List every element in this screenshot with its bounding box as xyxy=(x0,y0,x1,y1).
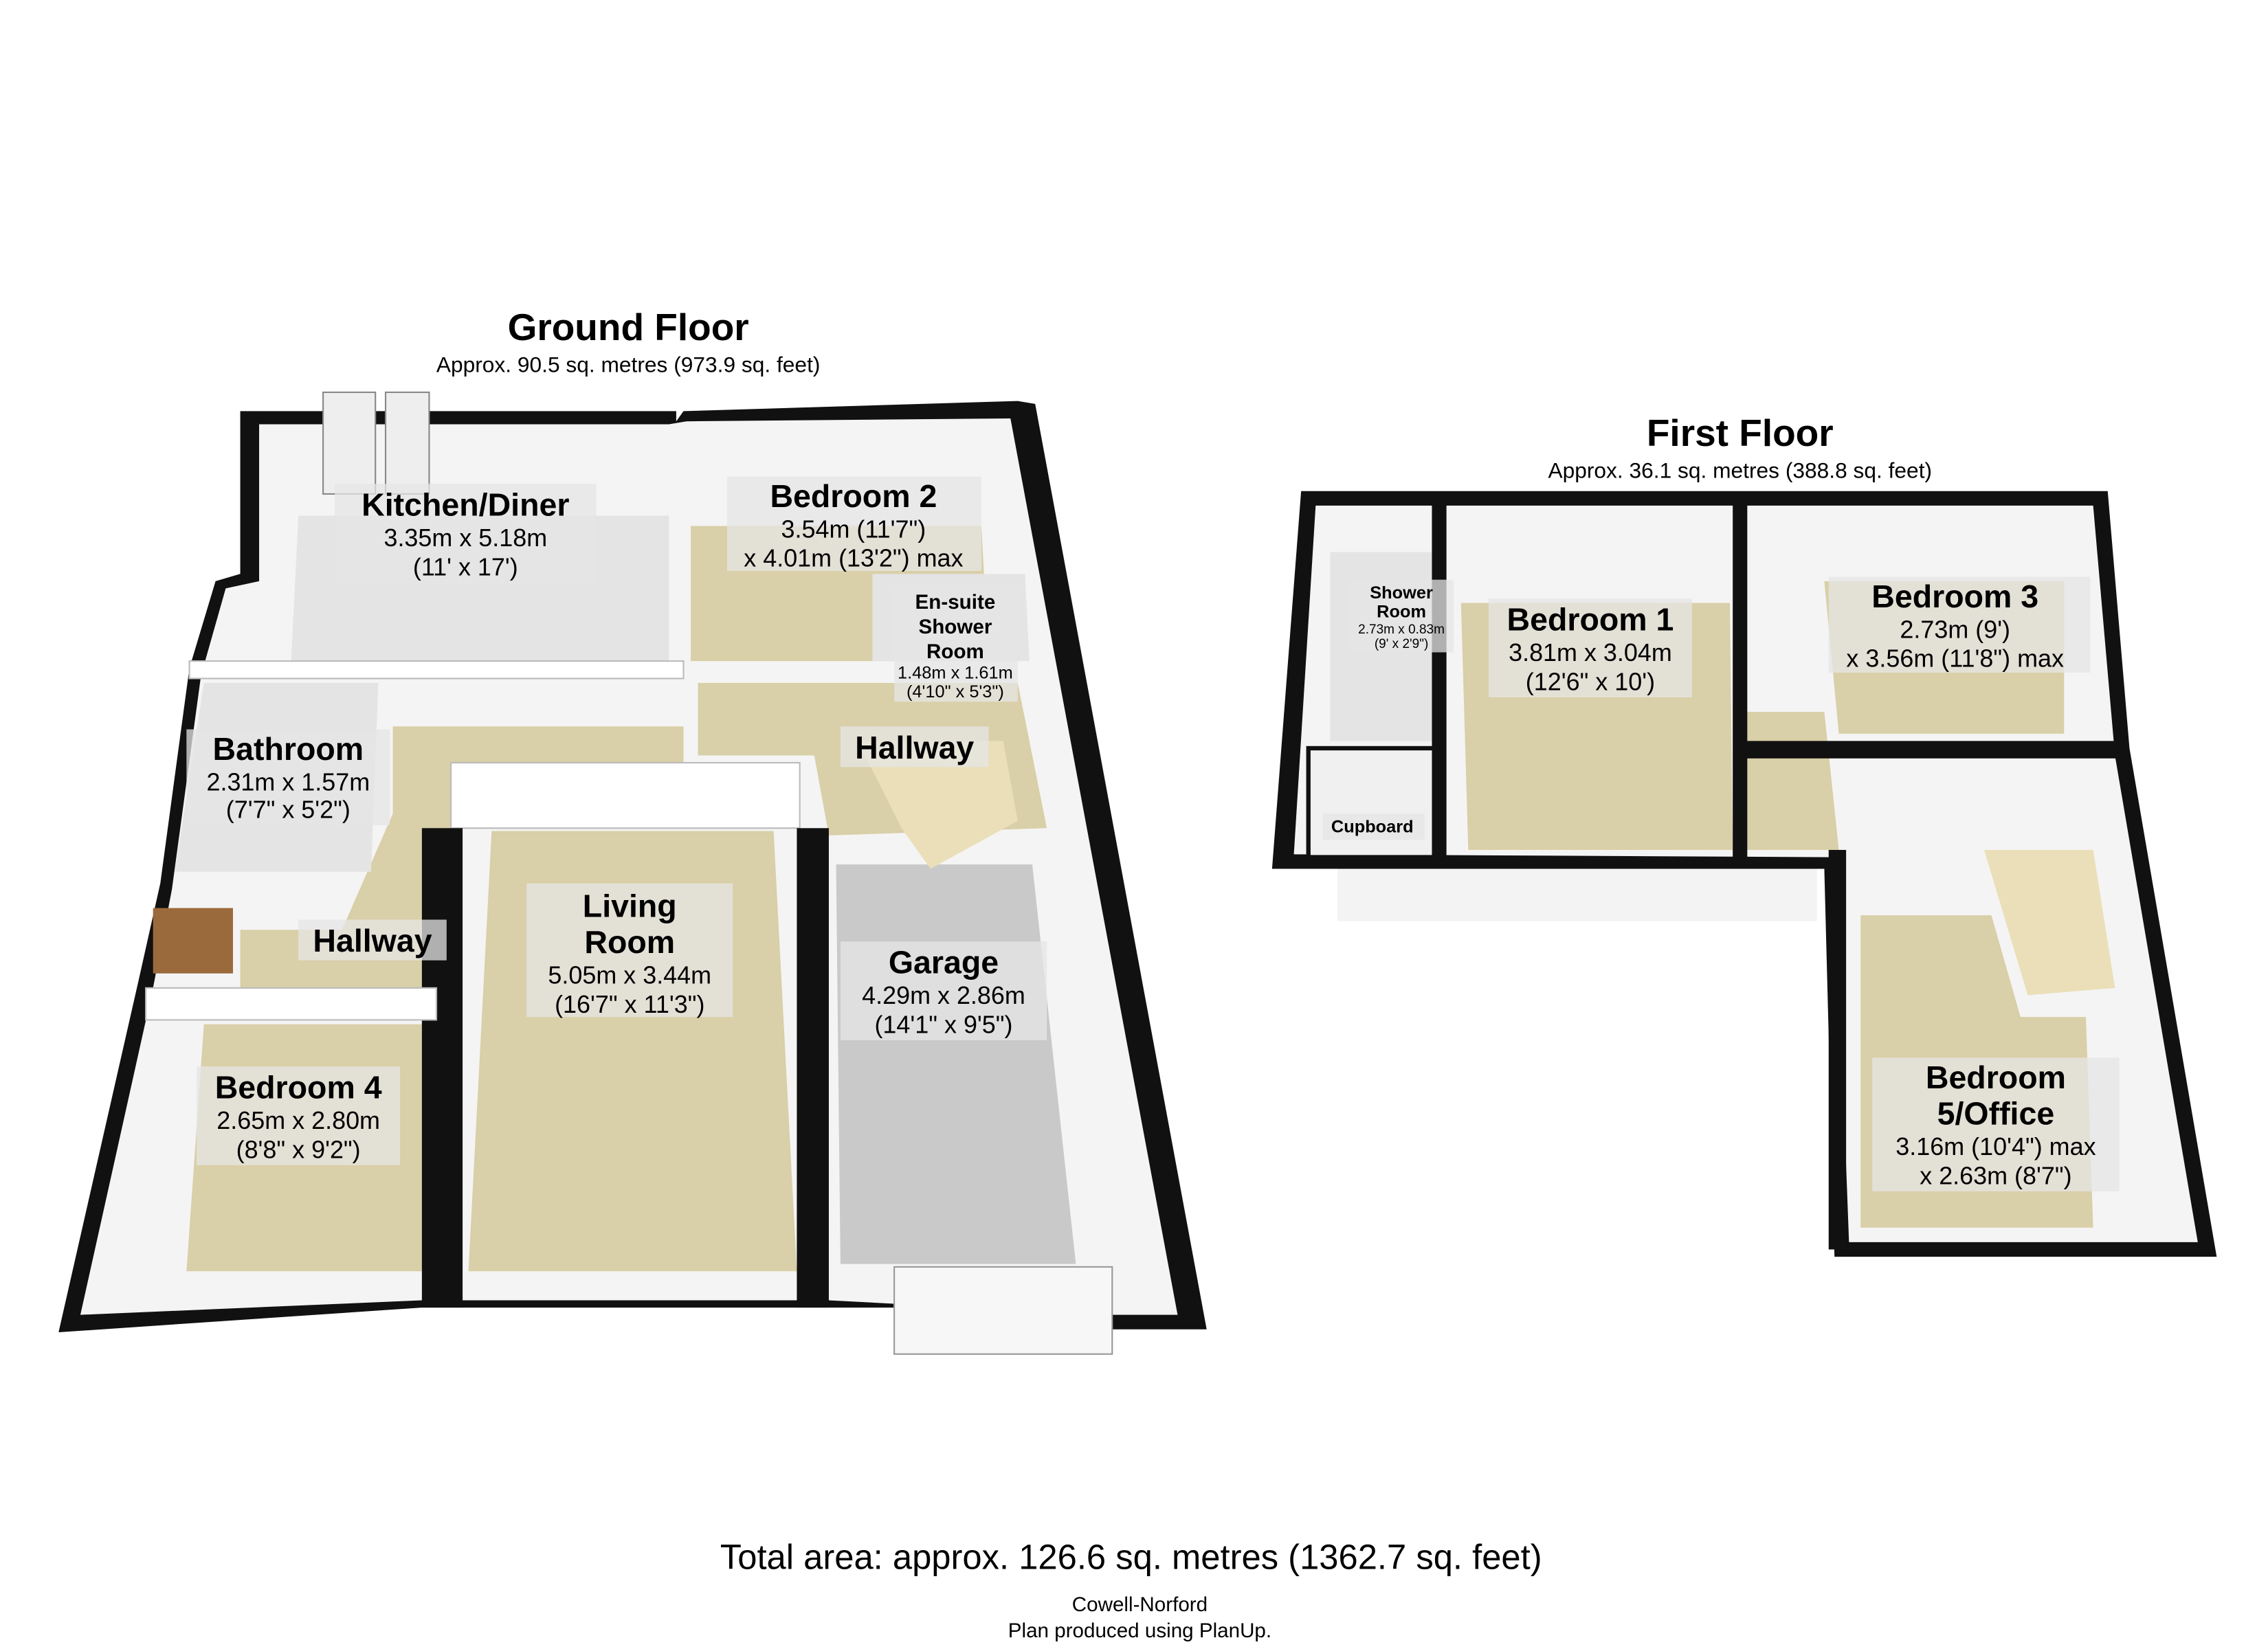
internal-wall xyxy=(1733,501,1748,857)
room-label-bedroom-5-office: Bedroom 5/Office 3.16m (10'4") max x 2.6… xyxy=(1872,1057,2120,1191)
room-name: Kitchen/Diner xyxy=(362,487,569,523)
ground-floor-area: Approx. 90.5 sq. metres (973.9 sq. feet) xyxy=(436,352,821,377)
room-label-ensuite: En-suite Shower Room 1.48m x 1.61m (4'10… xyxy=(894,585,1018,702)
room-name: Bedroom 3 xyxy=(1871,579,2038,614)
room-label-kitchen-diner: Kitchen/Diner 3.35m x 5.18m (11' x 17') xyxy=(335,484,597,586)
room-dimensions-imperial: (9' x 2'9") xyxy=(1375,637,1428,651)
room-name: Shower xyxy=(918,616,992,638)
room-name: Living xyxy=(583,888,677,923)
room-name: Garage xyxy=(889,945,999,980)
room-name: Hallway xyxy=(855,730,974,765)
room-dimensions: 3.81m x 3.04m xyxy=(1509,638,1672,666)
room-label-bedroom-2: Bedroom 2 3.54m (11'7") x 4.01m (13'2") … xyxy=(726,476,981,572)
internal-wall xyxy=(797,828,829,1308)
room-dimensions: 4.29m x 2.86m xyxy=(862,981,1025,1009)
internal-wall xyxy=(1828,850,1847,1250)
room-dimensions-max: x 3.56m (11'8") max xyxy=(1846,644,2064,673)
cupboard xyxy=(1306,745,1442,860)
room-name: Room xyxy=(584,924,675,960)
room-name: Hallway xyxy=(313,923,432,958)
garage-door xyxy=(893,1266,1113,1355)
internal-wall xyxy=(145,987,438,1021)
room-dimensions: 2.31m x 1.57m xyxy=(206,767,370,796)
ground-floor-plan xyxy=(58,391,1207,1355)
wall-shadow xyxy=(1337,868,1817,921)
room-dimensions: 3.35m x 5.18m xyxy=(383,524,547,552)
agent-name: Cowell-Norford xyxy=(1072,1593,1208,1616)
room-label-cupboard: Cupboard xyxy=(1322,814,1425,840)
room-dimensions-imperial: (8'8" x 9'2") xyxy=(236,1135,361,1163)
room-dimensions-max: x 4.01m (13'2") max xyxy=(744,544,963,572)
total-area: Total area: approx. 126.6 sq. metres (13… xyxy=(720,1538,1542,1577)
room-dimensions: 1.48m x 1.61m xyxy=(898,663,1013,682)
room-name: Cupboard xyxy=(1331,818,1414,837)
internal-wall xyxy=(188,660,685,680)
staircase xyxy=(1984,850,2115,996)
room-dimensions-imperial: (14'1" x 9'5") xyxy=(874,1010,1012,1038)
room-dimensions-max: 3.16m (10'4") max xyxy=(1895,1132,2095,1160)
room-dimensions-imperial: (12'6" x 10') xyxy=(1526,667,1655,695)
room-label-shower-room: Shower Room 2.73m x 0.83m (9' x 2'9") xyxy=(1348,579,1454,653)
room-name: Bedroom xyxy=(1926,1059,2066,1095)
room-name: Bedroom 2 xyxy=(770,478,937,514)
room-dimensions-imperial: (16'7" x 11'3") xyxy=(555,990,704,1018)
patio-door xyxy=(384,391,430,495)
room-name: Bedroom 1 xyxy=(1507,602,1674,638)
room-dimensions: 2.65m x 2.80m xyxy=(216,1106,380,1134)
room-name: Room xyxy=(1377,603,1426,622)
room-name: 5/Office xyxy=(1937,1096,2055,1132)
room-name: Bathroom xyxy=(213,731,364,767)
internal-wall xyxy=(421,828,463,1308)
first-floor-area: Approx. 36.1 sq. metres (388.8 sq. feet) xyxy=(1548,458,1932,483)
internal-wall xyxy=(450,762,801,829)
front-door xyxy=(153,908,233,974)
room-label-living-room: Living Room 5.05m x 3.44m (16'7" x 11'3"… xyxy=(526,883,733,1018)
room-dimensions-imperial: (11' x 17') xyxy=(413,552,518,581)
room-label-bedroom-3: Bedroom 3 2.73m (9') x 3.56m (11'8") max xyxy=(1828,576,2091,673)
room-dimensions: 2.73m x 0.83m xyxy=(1358,622,1445,637)
room-dimensions: 2.73m (9') xyxy=(1900,615,2010,643)
room-dimensions-imperial: (7'7" x 5'2") xyxy=(226,795,351,823)
first-floor-title: First Floor xyxy=(1647,412,1834,454)
landing-floor xyxy=(1744,712,1839,851)
room-dimensions: 5.05m x 3.44m xyxy=(548,961,711,989)
room-label-bedroom-4: Bedroom 4 2.65m x 2.80m (8'8" x 9'2") xyxy=(197,1066,401,1165)
room-label-bathroom: Bathroom 2.31m x 1.57m (7'7" x 5'2") xyxy=(186,729,390,826)
room-dimensions-imperial: (4'10" x 5'3") xyxy=(907,682,1004,702)
staircase xyxy=(858,741,1018,869)
room-label-hallway-lower: Hallway xyxy=(298,919,447,961)
internal-wall xyxy=(1432,501,1447,857)
room-label-hallway-upper: Hallway xyxy=(840,726,989,767)
room-label-garage: Garage 4.29m x 2.86m (14'1" x 9'5") xyxy=(840,941,1047,1041)
plan-credit: Plan produced using PlanUp. xyxy=(1008,1619,1271,1642)
room-name: Bedroom 4 xyxy=(215,1070,382,1106)
internal-wall xyxy=(1744,741,2122,759)
room-name: En-suite xyxy=(915,591,996,614)
room-dimensions: 3.54m (11'7") xyxy=(781,515,926,543)
ground-floor-title: Ground Floor xyxy=(508,306,749,348)
patio-door xyxy=(322,391,377,495)
room-name: Room xyxy=(926,640,984,663)
room-name: Shower xyxy=(1370,583,1433,603)
room-label-bedroom-1: Bedroom 1 3.81m x 3.04m (12'6" x 10') xyxy=(1488,598,1692,697)
room-dimensions: x 2.63m (8'7") xyxy=(1920,1161,2071,1189)
